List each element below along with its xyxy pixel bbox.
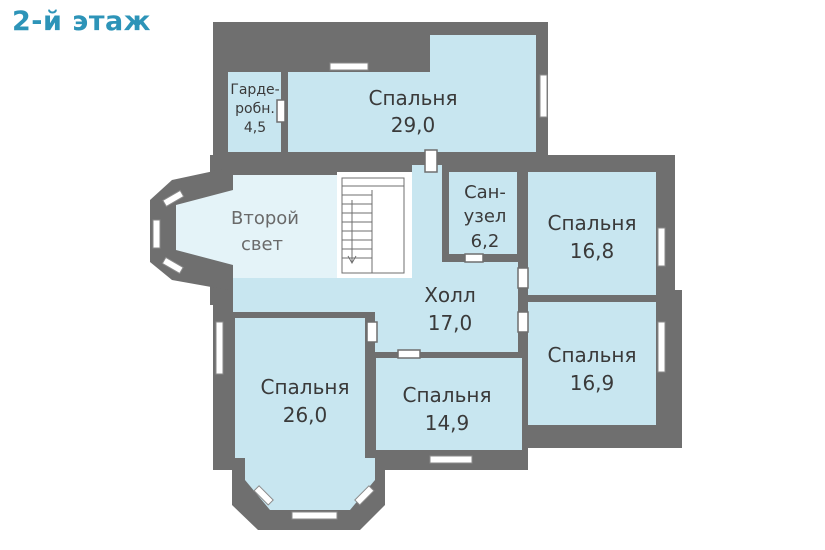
- room-hall: [233, 165, 518, 352]
- label-bedroom-26-name: Спальня: [261, 375, 350, 399]
- label-hall-area: 17,0: [428, 311, 473, 335]
- floor-title: 2-й этаж: [12, 6, 152, 37]
- room-second-light: [176, 175, 337, 278]
- label-wardrobe-line1: Гарде-: [230, 82, 279, 98]
- doors: [276, 99, 529, 359]
- label-bedroom-16-9-name: Спальня: [548, 343, 637, 367]
- room-wardrobe: [228, 72, 281, 152]
- label-bedroom-16-9-area: 16,9: [570, 371, 615, 395]
- label-wardrobe-line2: робн.: [235, 101, 275, 117]
- label-bedroom-29-area: 29,0: [391, 113, 436, 137]
- label-second-light-line1: Второй: [231, 208, 299, 229]
- label-bedroom-16-8-name: Спальня: [548, 211, 637, 235]
- label-bedroom-14-9-area: 14,9: [425, 411, 470, 435]
- room-bathroom: [449, 172, 517, 254]
- label-bedroom-26-area: 26,0: [283, 403, 328, 427]
- label-bedroom-29-name: Спальня: [369, 86, 458, 110]
- room-bedroom-26: [235, 318, 375, 510]
- label-bedroom-16-8-area: 16,8: [570, 239, 615, 263]
- label-bathroom-line2: узел: [464, 206, 507, 227]
- room-bedroom-14-9: [376, 358, 522, 450]
- room-labels: Гарде- робн. 4,5 Спальня 29,0 Второй све…: [230, 82, 636, 435]
- room-bedroom-29: [288, 35, 536, 152]
- label-bathroom-area: 6,2: [471, 231, 500, 252]
- label-wardrobe-area: 4,5: [244, 120, 266, 136]
- label-second-light-line2: свет: [241, 234, 283, 255]
- label-bedroom-14-9-name: Спальня: [403, 383, 492, 407]
- label-bathroom-line1: Сан-: [464, 182, 506, 203]
- stairs: [341, 177, 405, 274]
- room-bedroom-16-8: [528, 172, 656, 295]
- room-bedroom-16-9: [528, 302, 656, 425]
- label-hall-name: Холл: [424, 283, 476, 307]
- windows: [152, 62, 666, 520]
